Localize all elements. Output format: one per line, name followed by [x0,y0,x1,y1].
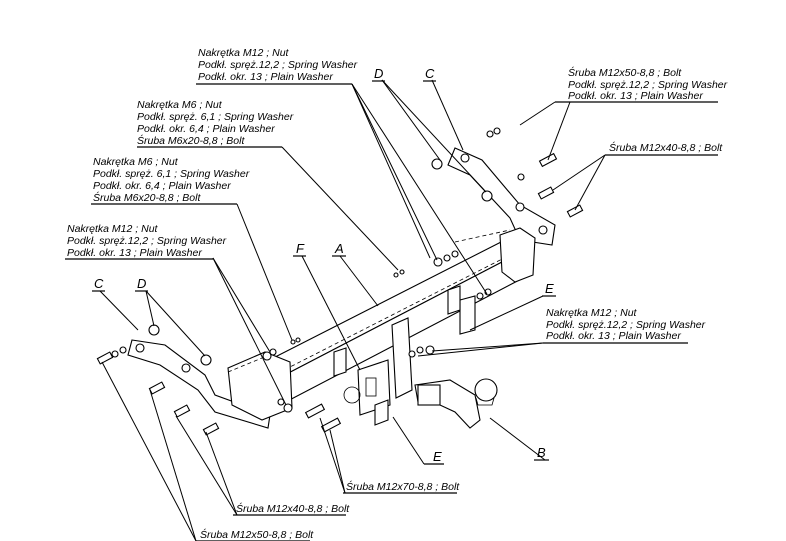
label-text: Śruba M6x20-8,8 ; Bolt [137,134,245,147]
label-right-bolt-m12x40: Śruba M12x40-8,8 ; Bolt [605,141,723,156]
letter-d-top: D [374,66,383,81]
label-text: Podkł. okr. 6,4 ; Plain Washer [93,180,231,192]
label-text: Śruba M12x50-8,8 ; Bolt [200,528,314,541]
label-text: Śruba M6x20-8,8 ; Bolt [93,191,201,204]
e-bracket-bottom [374,399,389,426]
letter-b: B [537,445,546,460]
label-text: Nakrętka M12 ; Nut [67,223,159,235]
label-text: Podkł. okr. 13 ; Plain Washer [198,71,333,83]
neck-plate [333,317,413,399]
towball-neck [414,378,498,429]
label-top-center-nut: Nakrętka M12 ; Nut Podkł. spręż.12,2 ; S… [196,47,358,85]
fastener-clusters [262,250,492,413]
label-text: Nakrętka M6 ; Nut [137,99,223,111]
right-side-bracket [431,147,556,246]
label-top-right-bolt: Śruba M12x50-8,8 ; Bolt Podkł. spręż.12,… [555,66,728,103]
part-letters: D C A F C D E E B [92,66,556,465]
label-text: Śruba M12x50-8,8 ; Bolt [568,66,682,79]
letter-e-right: E [545,281,554,296]
letter-a: A [334,241,344,256]
label-text: Śruba M12x70-8,8 ; Bolt [346,480,460,493]
letter-c-top: C [425,66,435,81]
right-beam-end [454,227,536,283]
label-text: Nakrętka M6 ; Nut [93,156,179,168]
parts-drawing [96,127,584,436]
label-text: Podkł. spręż.12,2 ; Spring Washer [67,235,227,247]
label-text: Śruba M12x40-8,8 ; Bolt [609,141,723,154]
label-left-nut-m12: Nakrętka M12 ; Nut Podkł. spręż.12,2 ; S… [65,223,227,260]
letter-c-left: C [94,276,104,291]
label-bottom-bolt-m12x50: Śruba M12x50-8,8 ; Bolt [196,528,314,541]
label-text: Podkł. okr. 6,4 ; Plain Washer [137,123,275,135]
label-text: Podkł. okr. 13 ; Plain Washer [67,247,202,259]
label-text: Nakrętka M12 ; Nut [198,47,290,59]
label-text: Podkł. spręż.12,2 ; Spring Washer [546,319,706,331]
label-text: Podkł. spręż.12,2 ; Spring Washer [198,59,358,71]
letter-e-bottom: E [433,449,442,464]
label-m6-upper: Nakrętka M6 ; Nut Podkł. spręż. 6,1 ; Sp… [137,99,294,148]
label-text: Śruba M12x40-8,8 ; Bolt [236,502,350,515]
label-text: Podkł. okr. 13 ; Plain Washer [546,330,681,342]
label-right-nut-m12: Nakrętka M12 ; Nut Podkł. spręż.12,2 ; S… [543,307,706,344]
label-m6-lower: Nakrętka M6 ; Nut Podkł. spręż. 6,1 ; Sp… [91,156,250,205]
label-text: Podkł. spręż. 6,1 ; Spring Washer [137,111,294,123]
socket-plate [343,359,391,416]
label-bottom-bolt-m12x40: Śruba M12x40-8,8 ; Bolt [233,502,350,516]
leader-lines [99,79,606,541]
e-bracket-right [447,285,476,335]
label-text: Podkł. spręż.12,2 ; Spring Washer [568,79,728,91]
letter-d-left: D [137,276,146,291]
label-text: Podkł. okr. 13 ; Plain Washer [568,90,703,102]
label-text: Podkł. spręż. 6,1 ; Spring Washer [93,168,250,180]
bolts-bottom-left [96,346,342,436]
label-bottom-bolt-m12x70: Śruba M12x70-8,8 ; Bolt [343,480,460,494]
label-text: Nakrętka M12 ; Nut [546,307,638,319]
letter-f: F [296,241,305,256]
